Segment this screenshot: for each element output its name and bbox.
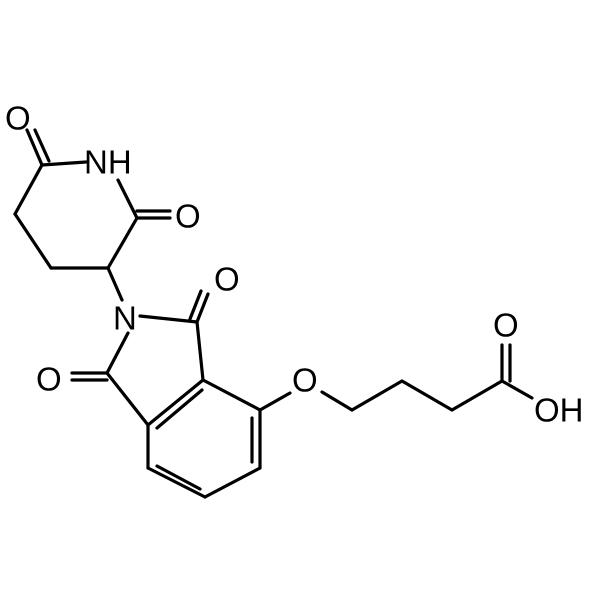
phthalimide-ring [70, 289, 210, 427]
bond-n-c-left [105, 331, 130, 375]
butanoic-acid-chain [258, 343, 534, 412]
atom-o-glut-top: O [5, 100, 31, 137]
bond-c6-c7 [146, 466, 207, 499]
bond-acid-oh [500, 379, 534, 400]
bond-c3a-c4 [201, 378, 262, 412]
atom-o-phth-top: O [214, 261, 240, 298]
bond-oether-ch2a [320, 390, 354, 412]
bond-glut-c5-nh [116, 178, 139, 220]
bond-benz-inner-3 [155, 388, 204, 430]
atom-n-phth: N [113, 300, 137, 337]
bond-cleft-c7a [105, 371, 150, 427]
benzene-ring [146, 378, 262, 499]
glutarimide-ring [13, 128, 172, 302]
atom-o-phth-left: O [36, 361, 62, 398]
atom-oh-acid: OH [534, 392, 584, 429]
bond-c4-oether [258, 391, 292, 412]
bond-glut-c2-c3 [13, 212, 53, 270]
atom-o-glut-right: O [175, 198, 201, 235]
bond-phth-co-top-b [188, 289, 203, 321]
bond-glut-c1-c2 [13, 163, 44, 216]
bond-ch2a-ch2b [350, 379, 404, 412]
atom-o-acid-carbonyl: O [493, 307, 519, 344]
bond-glut-co-top-b [33, 128, 51, 163]
bond-phth-co-top-a [195, 292, 210, 324]
bond-c7a-c3a [146, 378, 205, 427]
bond-ch2b-ch2c [400, 379, 454, 412]
atom-labels: O NH O O N O O O OH [5, 100, 584, 429]
atom-nh-glut: NH [84, 144, 132, 181]
bond-ctop-c3a [195, 320, 205, 382]
bond-n-c-top [138, 314, 199, 324]
bond-glut-nh-c1 [40, 160, 88, 167]
bond-glut-c4-c5 [106, 216, 139, 270]
bond-c5-c6 [203, 466, 262, 499]
bond-benz-inner-2 [155, 464, 202, 491]
bond-glut-co-top-a [25, 128, 44, 167]
bond-glut-n-phth [106, 266, 124, 302]
bond-ch2c-cooh [450, 379, 504, 412]
atom-o-ether: O [292, 362, 318, 399]
